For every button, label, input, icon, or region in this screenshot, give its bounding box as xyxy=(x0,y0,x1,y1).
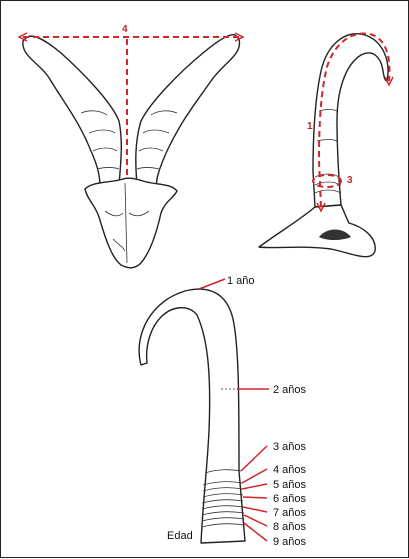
right-horn xyxy=(136,35,240,189)
age-label-5: 5 años xyxy=(273,479,307,491)
age-label-8: 8 años xyxy=(273,521,307,533)
age-label-2: 2 años xyxy=(273,384,307,396)
age-label-4: 4 años xyxy=(273,464,307,476)
age-label-7: 7 años xyxy=(273,507,307,519)
age-label-9: 9 años xyxy=(273,536,307,548)
age-label-6: 6 años xyxy=(273,493,307,505)
age-horn-outline xyxy=(139,289,245,543)
side-skull xyxy=(259,205,375,257)
front-view-skull xyxy=(23,35,240,268)
side-length-number: 1 xyxy=(307,121,313,132)
age-label-1: 1 año xyxy=(227,275,255,287)
age-horn xyxy=(139,289,245,543)
front-measure-number: 4 xyxy=(122,24,128,35)
age-caption: Edad xyxy=(167,530,193,542)
side-view-horn xyxy=(259,34,388,257)
age-label-3: 3 años xyxy=(273,441,307,453)
skull xyxy=(85,178,177,268)
side-girth-number: 3 xyxy=(347,175,353,186)
left-horn xyxy=(23,36,121,189)
